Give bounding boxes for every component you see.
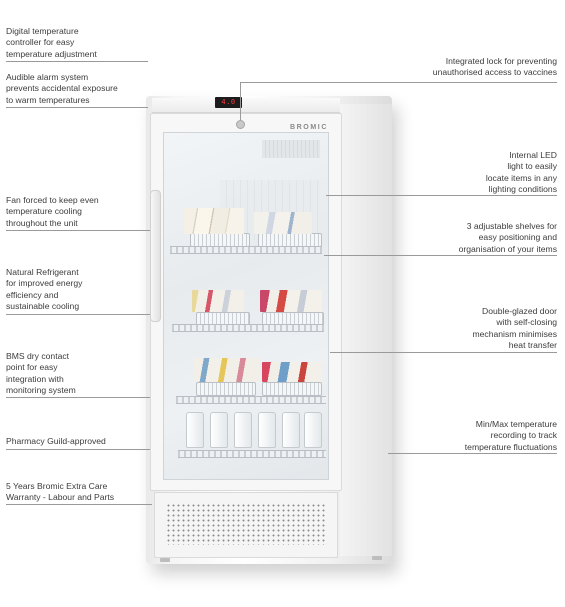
fridge-cabinet <box>146 96 392 564</box>
leader-line <box>240 82 557 83</box>
leader-line <box>6 397 150 398</box>
leader-line <box>388 453 557 454</box>
leader-line <box>6 504 152 505</box>
leader-line <box>330 352 557 353</box>
leader-line <box>326 195 557 196</box>
leader-line <box>6 449 150 450</box>
callout-pharmacy-guild: Pharmacy Guild-approved <box>6 436 106 446</box>
leader-line <box>6 314 150 315</box>
leader-line <box>6 107 148 108</box>
leader-line <box>324 255 557 256</box>
leader-line <box>6 230 150 231</box>
leader-line <box>6 61 148 62</box>
leader-line <box>240 82 241 120</box>
